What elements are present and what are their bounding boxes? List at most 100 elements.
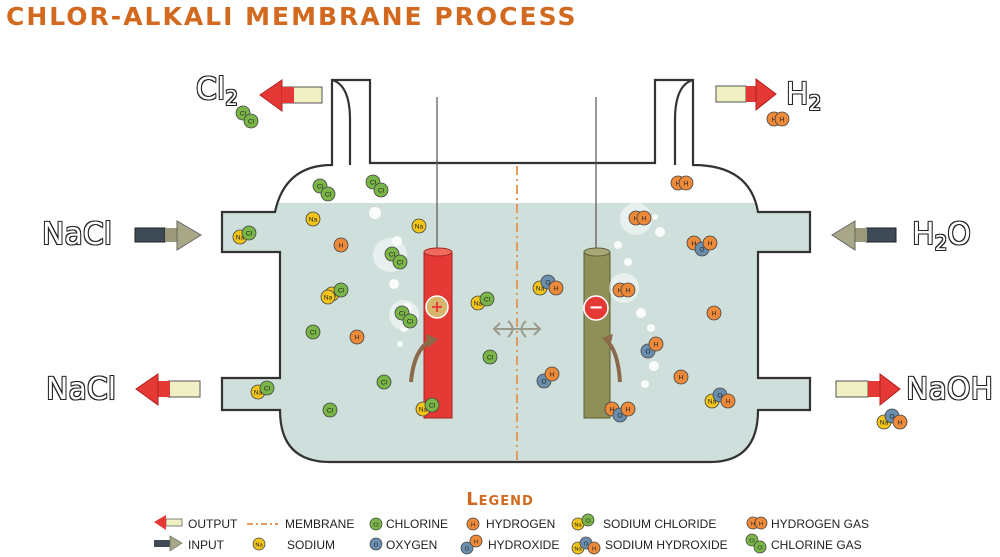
chloride-ion: Cl xyxy=(482,349,498,365)
svg-text:H: H xyxy=(676,181,681,188)
hydrogen-ion: H xyxy=(349,329,365,345)
svg-text:Cl: Cl xyxy=(327,408,334,415)
outlet-left-inner xyxy=(331,78,352,165)
svg-text:O: O xyxy=(617,413,622,420)
sodium-chloride-molecule: NaCl xyxy=(470,291,495,311)
svg-text:Cl: Cl xyxy=(370,180,377,187)
water-molecule: HOH xyxy=(686,235,718,257)
svg-text:Na: Na xyxy=(419,407,428,414)
svg-text:Na: Na xyxy=(708,399,717,406)
legend-input-icon xyxy=(154,535,183,552)
anode: + xyxy=(423,247,453,419)
legend-oxygen: OXYGEN xyxy=(386,538,438,552)
legend-symbols xyxy=(154,515,278,552)
legend-sodium-hydroxide-icon: NaOH xyxy=(571,536,601,555)
svg-text:H: H xyxy=(684,181,689,188)
svg-text:Na: Na xyxy=(574,546,582,552)
legend-output: OUTPUT xyxy=(188,517,238,531)
svg-text:Na: Na xyxy=(415,224,424,231)
naoh-label: NaOH xyxy=(905,371,994,408)
sodium-chloride-molecule: NaCl xyxy=(415,397,440,417)
svg-text:O: O xyxy=(374,542,379,548)
svg-text:H: H xyxy=(626,407,631,414)
legend-hydroxide: HYDROXIDE xyxy=(488,538,560,552)
sodium-hydroxide-molecule: NaOH xyxy=(532,274,564,296)
svg-text:O: O xyxy=(699,247,704,254)
svg-text:Cl: Cl xyxy=(749,538,754,544)
sodium-hydroxide-molecule: NaOH xyxy=(704,387,736,409)
svg-text:Cl: Cl xyxy=(248,119,255,126)
legend-chlorine-gas: CHLORINE GAS xyxy=(771,538,862,552)
svg-text:O: O xyxy=(889,414,894,421)
cl2-output-arrow xyxy=(259,79,323,112)
svg-text:Cl: Cl xyxy=(240,111,247,118)
cathode: − xyxy=(583,247,611,419)
nacl-output-arrow xyxy=(135,373,201,406)
svg-text:H: H xyxy=(471,522,475,528)
svg-text:Na: Na xyxy=(574,522,582,528)
nacl-input-arrow xyxy=(134,220,202,251)
svg-text:O: O xyxy=(545,280,550,287)
legend-sodium-icon: Na xyxy=(252,537,266,551)
svg-text:O: O xyxy=(717,393,722,400)
svg-text:H: H xyxy=(772,117,777,124)
svg-text:H: H xyxy=(554,286,559,293)
sodium-ion: Na xyxy=(411,218,427,234)
svg-text:H: H xyxy=(634,216,639,223)
svg-text:Na: Na xyxy=(880,420,889,427)
h2-output-arrow xyxy=(715,78,777,112)
svg-text:H: H xyxy=(610,407,615,414)
chloride-ion: Cl xyxy=(376,374,392,390)
cathode-sign: − xyxy=(588,297,603,318)
sodium-chloride-molecule: NaCl xyxy=(232,225,257,245)
svg-text:H: H xyxy=(726,399,731,406)
svg-text:H: H xyxy=(626,288,631,295)
hydrogen-ion: H xyxy=(333,237,349,253)
svg-text:Cl: Cl xyxy=(310,330,317,337)
hydroxide-molecule: OH xyxy=(640,336,664,359)
legend-chlorine-icon: Cl xyxy=(369,517,383,531)
svg-text:H: H xyxy=(780,117,785,124)
sodium-chloride-molecule: NaCl xyxy=(250,380,275,400)
legend-hydrogen-icon: H xyxy=(466,517,480,531)
membrane-exchange-icon xyxy=(492,320,542,338)
chloride-ion: Cl xyxy=(322,402,338,418)
sodium-ion: Na xyxy=(320,289,336,305)
legend-hydrogen-gas: HYDROGEN GAS xyxy=(771,517,870,531)
svg-text:Cl: Cl xyxy=(264,386,271,393)
hydroxide-molecule: OH xyxy=(536,366,560,389)
legend-sodium-chloride: SODIUM CHLORIDE xyxy=(603,517,717,531)
legend-chlorine: CHLORINE xyxy=(386,517,449,531)
svg-text:Na: Na xyxy=(255,542,263,548)
h2o-input-arrow xyxy=(831,220,897,251)
svg-text:H: H xyxy=(759,521,763,527)
svg-text:H: H xyxy=(618,288,623,295)
legend-oxygen-icon: O xyxy=(369,537,383,551)
svg-text:Na: Na xyxy=(254,390,263,397)
nacl-input-label: NaCl xyxy=(41,216,113,253)
svg-text:Cl: Cl xyxy=(397,260,404,267)
svg-text:O: O xyxy=(584,541,589,547)
svg-text:H: H xyxy=(751,521,755,527)
legend-hydrogen: HYDROGEN xyxy=(486,517,556,531)
svg-text:Cl: Cl xyxy=(487,355,494,362)
nacl-output-label: NaCl xyxy=(45,371,117,408)
svg-text:H: H xyxy=(898,420,903,427)
svg-text:H: H xyxy=(592,546,596,552)
svg-text:H: H xyxy=(339,243,344,250)
chloride-ion: Cl xyxy=(305,324,321,340)
svg-text:H: H xyxy=(474,539,478,545)
hydrogen-ion: H xyxy=(706,305,722,321)
svg-text:H: H xyxy=(654,342,659,349)
svg-text:Cl: Cl xyxy=(317,184,324,191)
